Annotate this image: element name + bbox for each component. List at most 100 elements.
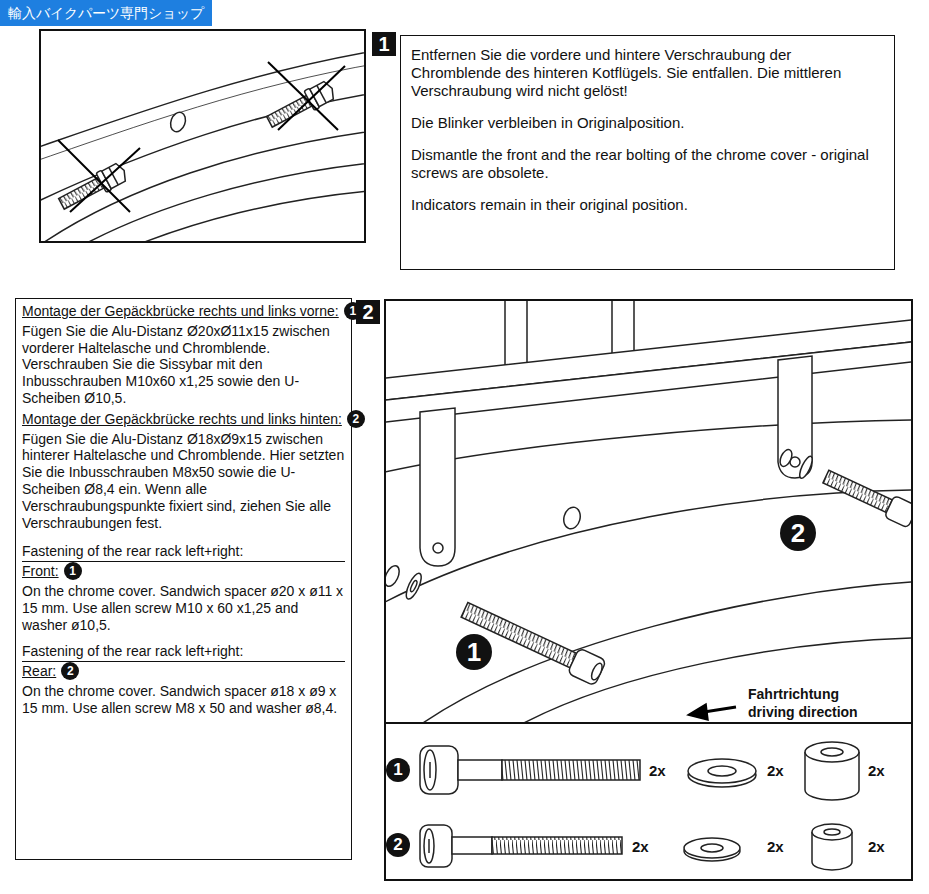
step2-panel-shape-shape — [433, 543, 443, 553]
callout-number: 1 — [64, 562, 82, 580]
callout-number: 2 — [386, 833, 410, 857]
parts-list-shape — [492, 837, 622, 854]
parts-list-shape — [502, 760, 640, 780]
step1-panel-shape-shape-shape — [267, 95, 312, 127]
step2-panel-shape-shape — [420, 408, 455, 566]
step2-panel-shape-shape — [386, 490, 911, 602]
text-block: Montage der Gepäckbrücke rechts und link… — [22, 303, 345, 320]
callout-number: 2 — [347, 410, 365, 428]
step-heading: Montage der Gepäckbrücke rechts und link… — [22, 411, 342, 427]
text-block: Fastening of the rear rack left+right: — [22, 643, 345, 662]
instruction-text: Die Blinker verbleiben in Originalpositi… — [411, 114, 684, 131]
text-block: Montage der Gepäckbrücke rechts und link… — [22, 411, 345, 428]
step1-panel-shape-shape — [41, 63, 364, 163]
step1-panel-shape-shape-shape — [70, 148, 140, 212]
step1-panel-shape-shape — [168, 110, 188, 134]
callout-number: 2 — [780, 515, 816, 551]
step1-panel-shape-shape-shape — [278, 66, 345, 130]
quantity-label: 2x — [647, 762, 668, 780]
instruction-text: Dismantle the front and the rear bolting… — [411, 146, 869, 181]
step1-panel-shape-shape-shape — [58, 140, 130, 212]
text-block: Fastening of the rear rack left+right: — [22, 543, 345, 562]
parts-list-shape — [452, 837, 492, 854]
step1-panel-shape-shape-shape — [268, 62, 338, 130]
parts-list-shape — [821, 748, 843, 756]
step2-panel-shape — [385, 722, 912, 724]
text-block: Entfernen Sie die vordere und hintere Ve… — [411, 46, 884, 100]
text-block: Dismantle the front and the rear bolting… — [411, 146, 884, 182]
step2-panel-shape-shape — [688, 704, 708, 720]
parts-list-shape — [458, 760, 502, 780]
callout-number: 1 — [456, 634, 492, 670]
instruction-text: On the chrome cover. Sandwich spacer ø20… — [22, 583, 343, 633]
step2-panel-shape-shape — [386, 342, 911, 422]
step2-panel-shape-shape-shape — [403, 571, 424, 601]
quantity-label: 2x — [866, 762, 887, 780]
step2-panel-shape-shape — [704, 707, 736, 712]
step1-panel-shape — [41, 50, 364, 241]
step-heading: Fastening of the rear rack left+right: — [22, 643, 243, 659]
direction-label: Fahrtrichtung — [746, 686, 841, 703]
parts-list-shape — [812, 824, 852, 840]
parts-list — [420, 742, 859, 870]
step1-panel-shape-shape-shape — [59, 177, 104, 209]
step2-panel-shape-shape-shape — [797, 455, 814, 480]
text-block: Indicators remain in their original posi… — [411, 196, 884, 214]
step2-panel-shape-shape-shape — [567, 648, 606, 686]
parts-list-shape — [420, 746, 458, 794]
step2-panel-shape — [386, 301, 911, 722]
step-heading: Fastening of the rear rack left+right: — [22, 543, 243, 559]
parts-list-shape — [428, 839, 430, 853]
callout-number: 1 — [344, 302, 362, 320]
parts-list-shape — [824, 829, 840, 835]
instruction-text: Entfernen Sie die vordere und hintere Ve… — [411, 46, 841, 99]
instruction-text: Fügen Sie die Alu-Distanz Ø20xØ11x15 zwi… — [22, 323, 330, 406]
step-heading: Montage der Gepäckbrücke rechts und link… — [22, 303, 339, 319]
instruction-box: Montage der Gepäckbrücke rechts und link… — [15, 298, 352, 860]
step2-panel-shape-shape — [386, 420, 911, 472]
step2-panel-shape-shape — [386, 561, 606, 686]
parts-list-shape — [420, 825, 452, 867]
step-heading: Rear: — [22, 663, 56, 679]
watermark: 輸入バイクパーツ専門ショップ — [0, 0, 212, 26]
quantity-label: 2x — [630, 838, 651, 856]
parts-list-shape — [424, 750, 436, 790]
parts-list-shape — [684, 838, 740, 858]
direction-label: driving direction — [746, 704, 860, 721]
step2-panel-shape-shape-shape — [409, 580, 418, 593]
step2-panel-shape-shape — [420, 582, 911, 722]
step2-panel-shape-shape-shape — [823, 470, 892, 512]
step1-panel-shape-shape — [58, 62, 345, 212]
step2-panel-shape-shape-shape — [589, 662, 604, 682]
text-block: Fügen Sie die Alu-Distanz Ø18xØ9x15 zwis… — [22, 431, 345, 532]
quantity-label: 2x — [866, 838, 887, 856]
instruction-box: Entfernen Sie die vordere und hintere Ve… — [400, 35, 895, 270]
text-block: On the chrome cover. Sandwich spacer ø18… — [22, 683, 345, 717]
instruction-text: Fügen Sie die Alu-Distanz Ø18xØ9x15 zwis… — [22, 431, 344, 531]
instruction-text: Indicators remain in their original posi… — [411, 196, 688, 213]
step2-panel-shape — [385, 300, 912, 880]
text-block: On the chrome cover. Sandwich spacer ø20… — [22, 583, 345, 633]
parts-list-shape — [429, 762, 431, 778]
step2-panel-shape-shape-shape — [778, 448, 795, 469]
step-number: 1 — [372, 32, 396, 56]
parts-list-shape — [708, 766, 736, 776]
step1-panel-shape-shape — [70, 162, 364, 241]
text-block: Fügen Sie die Alu-Distanz Ø20xØ11x15 zwi… — [22, 323, 345, 407]
instruction-text: On the chrome cover. Sandwich spacer ø18… — [22, 683, 337, 716]
step2-panel — [381, 300, 918, 880]
quantity-label: 2x — [765, 838, 786, 856]
parts-list-shape — [701, 844, 723, 852]
step1-panel-shape-shape-shape — [102, 162, 129, 189]
parts-list-shape — [424, 829, 434, 863]
quantity-label: 2x — [765, 762, 786, 780]
step1-panel-shape-shape — [264, 79, 337, 132]
step2-panel-shape-shape — [520, 638, 911, 722]
step1-panel-shape-shape — [120, 190, 364, 241]
step1-panel — [30, 30, 380, 252]
step2-panel-shape-shape-shape — [386, 563, 402, 588]
parts-list-shape — [688, 759, 756, 783]
step-heading: Front: — [22, 563, 59, 579]
text-block: Die Blinker verbleiben in Originalpositi… — [411, 114, 884, 132]
step2-panel-shape-shape — [561, 505, 582, 530]
